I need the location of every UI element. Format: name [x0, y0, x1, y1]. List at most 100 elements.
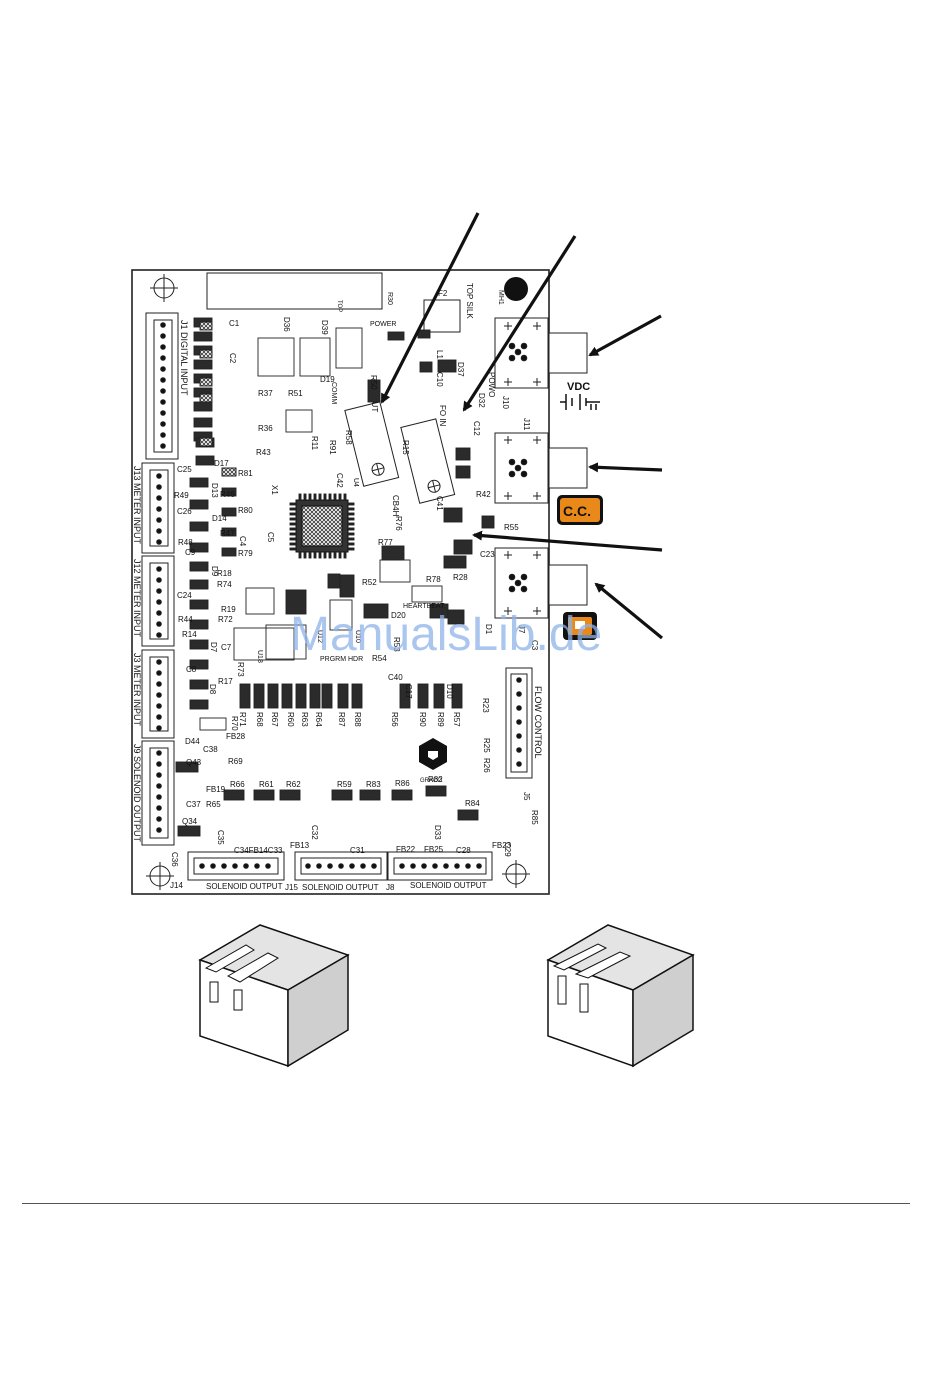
ic-pin [318, 552, 322, 559]
label-vdc: VDC [567, 381, 590, 393]
label-j5: J5 [522, 792, 531, 801]
ref-d44: D44 [185, 737, 200, 746]
pin-j14 [254, 863, 260, 869]
ref-r59: R59 [337, 780, 352, 789]
label-j14-solenoid: SOLENOID OUTPUT [206, 882, 283, 891]
terminal-cross [504, 322, 512, 330]
ic-pin [289, 522, 296, 526]
terminal-dot [520, 342, 528, 350]
ref-d37: D37 [456, 362, 465, 377]
pin-flow [516, 705, 522, 711]
smd-part [359, 789, 381, 801]
label-cc: C.C. [563, 503, 591, 519]
label-power: POWER [370, 321, 396, 328]
smd-part [221, 487, 237, 497]
smd-part [199, 717, 227, 731]
ref-r51: R51 [288, 389, 303, 398]
label-flow-control: FLOW CONTROL [533, 686, 543, 759]
pin-j13 [156, 484, 162, 490]
ref-r78: R78 [426, 575, 441, 584]
ref-c10: C10 [435, 372, 444, 387]
ref-r28: R28 [453, 573, 468, 582]
ic-pin [289, 517, 296, 521]
ref-r61: R61 [259, 780, 274, 789]
ic-pin [348, 547, 355, 551]
ref-d39: D39 [320, 320, 329, 335]
ic-pin [303, 493, 307, 500]
ref-d9: D9 [210, 566, 219, 577]
label-top: TOP [336, 300, 342, 312]
smd-part [221, 507, 237, 517]
pin-j3 [156, 714, 162, 720]
ic-pin [323, 493, 327, 500]
smd-part [223, 789, 245, 801]
smd-part [381, 545, 405, 561]
pin-j9 [156, 816, 162, 822]
smd-part [351, 683, 363, 709]
pin-j9 [156, 750, 162, 756]
ref-r81: R81 [238, 469, 253, 478]
label-j13-meter-input: J13 METER INPUT [132, 466, 142, 545]
pin-j15 [305, 863, 311, 869]
smd-part [363, 603, 389, 619]
pin-j15 [349, 863, 355, 869]
ref-r82: R82 [428, 775, 443, 784]
ref-r79: R79 [238, 549, 253, 558]
pin-j1 [160, 421, 166, 427]
ref-r53: R53 [392, 637, 401, 652]
pin-flow [516, 691, 522, 697]
label-j8-solenoid: SOLENOID OUTPUT [410, 881, 487, 890]
pin-j9 [156, 761, 162, 767]
ref-r88: R88 [353, 712, 362, 727]
pin-j8 [399, 863, 405, 869]
smd-part [221, 547, 237, 557]
terminal-dot [520, 470, 528, 478]
ref-r49: R49 [174, 491, 189, 500]
connector-j14 [187, 851, 285, 881]
ref-r72: R72 [218, 615, 233, 624]
ref-fb13: FB13 [290, 841, 310, 850]
pin-j13 [156, 539, 162, 545]
ref-c7: C7 [221, 643, 232, 652]
smd-part [189, 699, 209, 710]
arrow-j5 [594, 582, 664, 640]
label-j15: J15 [285, 883, 298, 892]
ic-pin [348, 532, 355, 536]
ref-c38: C38 [203, 745, 218, 754]
label-j10: J10 [501, 396, 510, 409]
pin-flow [516, 719, 522, 725]
terminal-dot [508, 585, 516, 593]
label-mh1: MH1 [497, 290, 504, 305]
smd-part [443, 555, 467, 569]
pin-j1 [160, 399, 166, 405]
ic-pin [348, 517, 355, 521]
smd-hatched [199, 437, 213, 447]
terminal-dot [520, 354, 528, 362]
terminal-dot [520, 573, 528, 581]
ref-r55: R55 [504, 523, 519, 532]
smd-part [189, 499, 209, 510]
connector-j12 [141, 555, 175, 647]
connector-j10 [494, 317, 588, 389]
pin-j15 [327, 863, 333, 869]
ic-pin [348, 537, 355, 541]
ref-r84: R84 [465, 799, 480, 808]
ref-c5: C5 [266, 532, 275, 543]
smd-part [195, 455, 215, 466]
ic-pin [348, 507, 355, 511]
terminal-cross [533, 378, 541, 386]
ref-c1: C1 [229, 319, 240, 328]
pin-j1 [160, 377, 166, 383]
ref-r15: R15 [401, 440, 410, 455]
mounting-hole-mh1 [504, 277, 528, 301]
smd-part [391, 789, 413, 801]
ref-r86: R86 [395, 779, 410, 788]
ic-pin [348, 512, 355, 516]
connector-j9 [141, 740, 175, 846]
smd-part [321, 683, 333, 709]
ic-pin [289, 502, 296, 506]
pin-j8 [476, 863, 482, 869]
smd-part [455, 447, 471, 461]
ic-pin [328, 493, 332, 500]
smd-part [379, 559, 411, 583]
